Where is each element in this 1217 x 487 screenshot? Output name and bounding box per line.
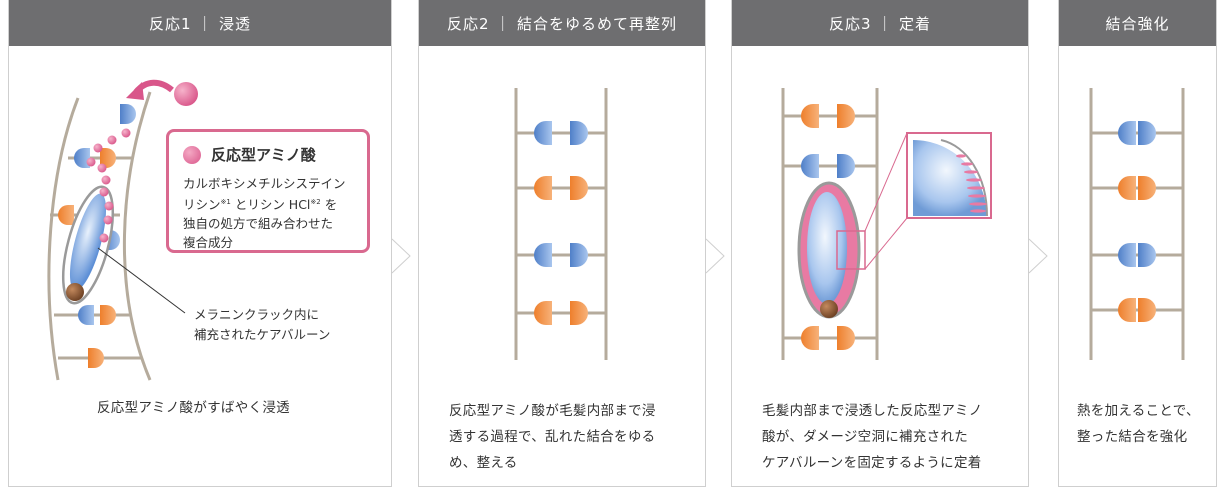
- panel-header: 反応2 ｜ 結合をゆるめて再整列: [419, 0, 705, 46]
- description-line: 反応型アミノ酸がすばやく浸透: [97, 400, 290, 416]
- callout-title: 反応型アミノ酸: [211, 146, 316, 164]
- callout-body: カルボキシメチルシステイン リシン※1 とリシン HCl※2 を 独自の処方で組…: [183, 176, 346, 251]
- panel-bond-strengthening: 結合強化 熱を加えることで、 整った結合を強化: [1058, 0, 1217, 487]
- leader-line: [97, 247, 186, 314]
- panel-header: 結合強化: [1059, 0, 1216, 46]
- panel-description: 反応型アミノ酸がすばやく浸透: [97, 395, 290, 421]
- zoom-balloon-detail: [913, 140, 987, 216]
- arrow-head-icon: [126, 82, 144, 100]
- panel-header-label: 結合強化: [1105, 14, 1170, 33]
- care-balloon: [807, 192, 847, 304]
- melanin: [66, 283, 84, 301]
- panel-description: 毛髪内部まで浸透した反応型アミノ 酸が、ダメージ空洞に補充された ケアバルーンを…: [762, 403, 983, 471]
- panel-description: 反応型アミノ酸が毛髪内部まで浸 透する過程で、乱れた結合をゆる め、整える: [449, 403, 656, 471]
- pink-dot-icon: [183, 146, 201, 164]
- blue-molecule: [74, 148, 90, 168]
- orange-molecule: [88, 348, 104, 368]
- reaction-2-diagram: [514, 88, 608, 360]
- panel-reaction-3: 反応3 ｜ 定着 毛髪内部まで浸透した反応型アミノ 酸が、ダメージ空洞に補充され…: [731, 0, 1029, 487]
- chevron-right-icon: [705, 238, 725, 274]
- chevron-right-icon: [1028, 238, 1048, 274]
- orange-molecule: [100, 148, 116, 168]
- blue-molecule: [120, 104, 136, 124]
- panel-description: 熱を加えることで、 整った結合を強化: [1077, 403, 1200, 445]
- amino-acid-callout: 反応型アミノ酸 カルボキシメチルシステイン リシン※1 とリシン HCl※2 を…: [166, 129, 370, 253]
- reaction-1-diagram: [47, 79, 198, 381]
- zoom-source-box: [836, 230, 866, 270]
- chevron-right-icon: [391, 238, 411, 274]
- hair-rail-left: [47, 97, 80, 381]
- orange-molecule: [100, 305, 116, 325]
- amino-acid-particle: [174, 82, 198, 106]
- hair-rail-right: [122, 91, 152, 381]
- panel-header-label: 反応3 ｜ 定着: [828, 14, 932, 33]
- panel-header: 反応1 ｜ 浸透: [9, 0, 391, 46]
- care-balloon: [69, 193, 107, 291]
- panel-reaction-2: 反応2 ｜ 結合をゆるめて再整列 反応型アミノ酸が毛髪内部まで浸 透する過程で、…: [418, 0, 706, 487]
- panel-header-label: 反応1 ｜ 浸透: [148, 14, 252, 33]
- bond-strengthening-diagram: [1089, 88, 1185, 360]
- panel-header-label: 反応2 ｜ 結合をゆるめて再整列: [446, 14, 678, 33]
- reaction-3-diagram: [781, 88, 992, 360]
- orange-molecule: [58, 205, 74, 225]
- melanin: [820, 300, 838, 318]
- panel-header: 反応3 ｜ 定着: [732, 0, 1028, 46]
- blue-molecule: [78, 305, 94, 325]
- care-balloon-note: メラニンクラック内に 補充されたケアバルーン: [194, 307, 331, 342]
